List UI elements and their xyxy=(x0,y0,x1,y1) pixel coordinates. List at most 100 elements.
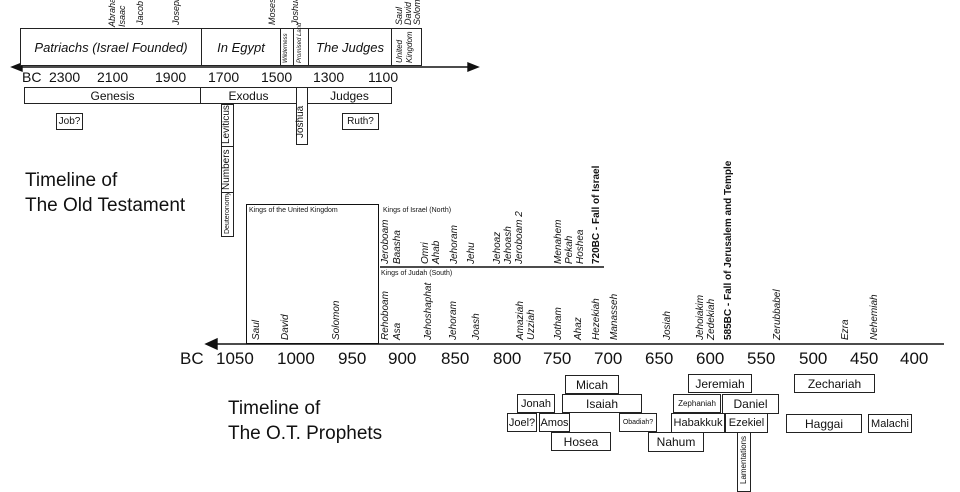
israel-king-pekah: Pekah xyxy=(564,235,575,264)
israel-king-baasha: Baasha xyxy=(392,230,403,264)
israel-king-jeroboam-2: Jeroboam 2 xyxy=(514,211,525,264)
king-solomon: Solomon xyxy=(331,300,342,340)
israel-king-jehoaz: Jehoaz xyxy=(492,231,503,264)
israel-kings-label: Kings of Israel (North) xyxy=(383,207,452,214)
bottom-tick-750: 750 xyxy=(543,349,572,368)
bottom-tick-1050: 1050 xyxy=(216,349,254,368)
era-promised-land-label: Promised Land xyxy=(297,22,303,63)
book-ruth: Ruth? xyxy=(342,113,379,130)
person-solomon: Solomon xyxy=(412,0,422,25)
israel-king-jeroboam: Jeroboam xyxy=(380,219,391,264)
ot-title-line2: The Old Testament xyxy=(25,195,186,216)
prophet-ezekiel: Ezekiel xyxy=(725,413,768,433)
israel-king-omri: Omri xyxy=(420,242,431,264)
top-tick-2100: 2100 xyxy=(97,69,129,85)
judah-king-jotham: Jotham xyxy=(553,307,564,340)
book-job: Job? xyxy=(56,113,83,130)
prophet-zephaniah: Zephaniah xyxy=(673,394,721,413)
top-tick-1700: 1700 xyxy=(208,69,240,85)
israel-king-menahem: Menahem xyxy=(553,219,564,264)
united-kingdom-box xyxy=(246,204,379,344)
bottom-axis-prefix: BC xyxy=(180,349,204,368)
prophet-nahum: Nahum xyxy=(648,432,704,452)
timeline-diagram: Abraham Isaac Jacob Joseph Moses Joshua … xyxy=(10,0,944,492)
top-tick-1900: 1900 xyxy=(155,69,187,85)
israel-king-jehu: Jehu xyxy=(466,242,477,264)
prophet-jeremiah: Jeremiah xyxy=(688,374,752,393)
judah-king-jehoiakim: Jehoiakim xyxy=(695,294,706,340)
book-numbers-label: Numbers xyxy=(221,149,232,190)
era-judges: The Judges xyxy=(308,28,392,66)
bottom-tick-600: 600 xyxy=(696,349,725,368)
book-exodus: Exodus xyxy=(200,87,297,104)
leader-nehemiah: Nehemiah xyxy=(869,294,880,340)
israel-fall-label: 720BC - Fall of Israel xyxy=(591,165,602,264)
judah-king-asa: Asa xyxy=(392,322,403,340)
era-kingdom-label: Kingdom xyxy=(405,31,414,63)
ot-title-line1: Timeline of xyxy=(25,170,118,191)
bottom-tick-900: 900 xyxy=(388,349,417,368)
prophet-jonah: Jonah xyxy=(517,394,555,413)
judah-king-amaziah: Amaziah xyxy=(515,301,526,340)
bottom-tick-400: 400 xyxy=(900,349,929,368)
book-genesis: Genesis xyxy=(24,87,201,104)
leader-ezra: Ezra xyxy=(840,319,851,340)
israel-king-ahab: Ahab xyxy=(431,240,442,264)
bottom-tick-800: 800 xyxy=(493,349,522,368)
person-joseph: Joseph xyxy=(171,0,181,25)
book-deuteronomy-label: Deuteronomy xyxy=(224,191,231,234)
top-tick-1500: 1500 xyxy=(261,69,293,85)
judah-king-joash: Joash xyxy=(471,313,482,340)
era-united-kingdom xyxy=(391,28,422,66)
prophet-habakkuk: Habakkuk xyxy=(671,413,725,433)
book-judges: Judges xyxy=(307,87,392,104)
book-deuteronomy xyxy=(221,192,234,237)
person-jacob: Jacob xyxy=(135,0,145,25)
jerusalem-fall-label: 585BC - Fall of Jerusalem and Temple xyxy=(723,160,734,340)
bottom-tick-700: 700 xyxy=(594,349,623,368)
judah-king-josiah: Josiah xyxy=(662,311,673,340)
book-joshua xyxy=(296,87,308,145)
top-axis-prefix: BC xyxy=(22,69,42,85)
king-saul: Saul xyxy=(251,319,262,340)
era-egypt: In Egypt xyxy=(201,28,281,66)
book-joshua-label: Joshua xyxy=(295,105,306,138)
bottom-tick-450: 450 xyxy=(850,349,879,368)
israel-king-jehoash: Jehoash xyxy=(503,226,514,264)
person-abraham: Abraham xyxy=(107,0,117,27)
judah-king-uzziah: Uzziah xyxy=(526,309,537,340)
bottom-tick-950: 950 xyxy=(338,349,367,368)
prophet-amos: Amos xyxy=(539,413,570,432)
top-tick-1100: 1100 xyxy=(368,69,399,85)
bottom-tick-850: 850 xyxy=(441,349,470,368)
era-patriarchs: Patriachs (Israel Founded) xyxy=(20,28,202,66)
top-axis-left-arrow xyxy=(10,61,23,73)
person-isaac: Isaac xyxy=(117,5,127,27)
judah-king-zedekiah: Zedekiah xyxy=(706,298,717,340)
king-david: David xyxy=(280,314,291,340)
prophet-isaiah: Isaiah xyxy=(562,394,642,413)
prophet-daniel: Daniel xyxy=(722,394,779,414)
bottom-axis-left-arrow xyxy=(204,337,218,351)
prophet-micah: Micah xyxy=(565,375,619,394)
bottom-tick-500: 500 xyxy=(799,349,828,368)
era-united-label: United xyxy=(395,39,404,63)
top-axis-right-arrow xyxy=(467,61,480,73)
book-leviticus-label: Leviticus xyxy=(221,105,232,144)
prophet-zechariah: Zechariah xyxy=(794,374,875,393)
judah-kings-label: Kings of Judah (South) xyxy=(381,270,453,277)
prophets-title-line2: The O.T. Prophets xyxy=(228,423,383,444)
israel-king-jehoram: Jehoram xyxy=(449,225,460,264)
top-tick-1300: 1300 xyxy=(313,69,345,85)
person-moses: Moses xyxy=(267,0,277,25)
israel-king-hoshea: Hoshea xyxy=(575,229,586,264)
axis-lines xyxy=(10,61,944,351)
judah-king-jehoram: Jehoram xyxy=(448,301,459,340)
top-tick-2300: 2300 xyxy=(49,69,81,85)
era-wilderness-label: Wilderness xyxy=(283,33,289,63)
prophet-malachi: Malachi xyxy=(868,414,912,433)
judah-king-rehoboam: Rehoboam xyxy=(380,291,391,340)
judah-king-hezekiah: Hezekiah xyxy=(591,298,602,340)
judah-king-jehoshaphat: Jehoshaphat xyxy=(423,282,434,340)
bottom-tick-550: 550 xyxy=(747,349,776,368)
